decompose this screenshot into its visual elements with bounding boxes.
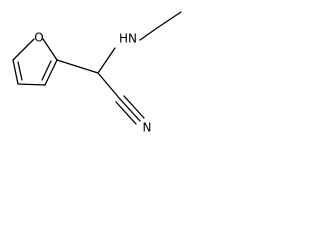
bond-c3-c4 [17, 83, 46, 86]
oxygen-atom-label: O [34, 31, 43, 45]
bond-c2-c3 [44, 59, 58, 86]
amine-atom-label: HN [119, 32, 137, 46]
nitrile-nitrogen-atom-label: N [143, 121, 152, 135]
bond-chiral-carbon-to-nh [97, 47, 116, 74]
bond-chiral-carbon-to-nitrile-carbon [97, 72, 121, 100]
bond-c4-c5-inner [17, 61, 23, 81]
molecule-structure: O HN N [12, 11, 182, 135]
bond-c2-c3-inner [41, 60, 52, 81]
bond-ring-to-chiral-carbon [56, 59, 99, 74]
triple-bond-line-1 [119, 98, 141, 122]
bond-ethyl-ch2-ch3 [156, 11, 182, 29]
bond-o-c2 [42, 38, 58, 61]
bond-nh-to-ethyl-ch2 [139, 27, 158, 41]
bond-c5-o [12, 38, 35, 61]
triple-bond-line-3 [123, 95, 145, 119]
triple-bond-line-2 [115, 101, 137, 125]
bond-c4-c5 [12, 59, 19, 85]
